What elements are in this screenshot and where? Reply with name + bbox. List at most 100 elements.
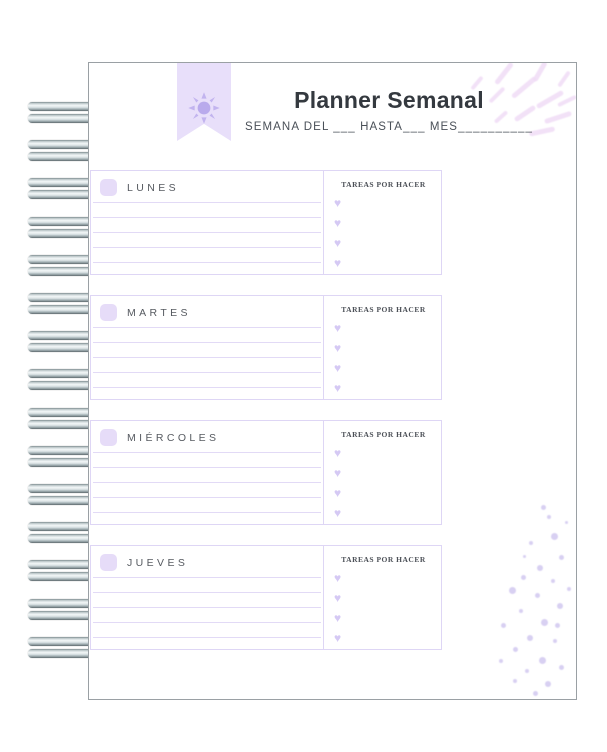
heart-icon[interactable]: ♥ — [334, 196, 342, 210]
heart-icon[interactable]: ♥ — [334, 341, 342, 355]
day-color-chip — [100, 554, 117, 571]
coil-bar — [28, 496, 120, 505]
page-fold-line — [88, 62, 89, 700]
coil-bar — [28, 331, 120, 341]
note-line[interactable] — [93, 592, 321, 593]
decorative-dash — [557, 70, 571, 88]
decorative-dot — [535, 593, 540, 598]
heart-icon[interactable]: ♥ — [334, 321, 342, 335]
heart-icon[interactable]: ♥ — [334, 486, 342, 500]
coil-bar — [28, 381, 120, 391]
day-color-chip — [100, 304, 117, 321]
tasks-panel[interactable]: TAREAS POR HACER♥♥♥♥ — [324, 296, 443, 399]
decorative-dot — [513, 647, 518, 652]
note-line[interactable] — [93, 607, 321, 608]
note-line[interactable] — [93, 622, 321, 623]
coil-bar — [28, 343, 120, 353]
decorative-dot — [553, 639, 557, 643]
heart-icon[interactable]: ♥ — [334, 466, 342, 480]
day-label: LUNES — [127, 182, 180, 194]
heart-icon[interactable]: ♥ — [334, 236, 342, 250]
note-line[interactable] — [93, 497, 321, 498]
decorative-dot — [541, 505, 546, 510]
tasks-panel[interactable]: TAREAS POR HACER ♥ ♥ ♥ ♥ — [324, 171, 443, 274]
note-line[interactable] — [93, 357, 321, 358]
coil-bar — [28, 216, 120, 226]
note-line[interactable] — [93, 342, 321, 343]
note-line[interactable] — [93, 512, 321, 513]
tasks-panel-title: TAREAS POR HACER — [341, 180, 426, 189]
coil-bar — [28, 293, 120, 302]
day-notes-area[interactable]: MARTES — [91, 296, 323, 399]
block-divider — [323, 171, 324, 274]
decorative-dot — [545, 681, 551, 687]
coil-bar — [28, 598, 120, 608]
coil-bar — [28, 305, 120, 314]
decorative-dot — [567, 587, 571, 591]
day-label: JUEVES — [127, 557, 189, 569]
note-line[interactable] — [93, 452, 321, 453]
heart-icon[interactable]: ♥ — [334, 446, 342, 460]
coil-bar — [28, 114, 120, 123]
decorative-dot — [501, 623, 506, 628]
day-label: MARTES — [127, 307, 191, 319]
note-line[interactable] — [93, 372, 321, 373]
tasks-panel[interactable]: TAREAS POR HACER♥♥♥♥ — [324, 421, 443, 524]
heart-icon[interactable]: ♥ — [334, 506, 342, 520]
day-notes-area[interactable]: LUNES — [91, 171, 323, 274]
tasks-panel[interactable]: TAREAS POR HACER♥♥♥♥ — [324, 546, 443, 649]
coil-bar — [28, 572, 120, 582]
heart-icon[interactable]: ♥ — [334, 216, 342, 230]
heart-icon[interactable]: ♥ — [334, 571, 342, 585]
heart-icon[interactable]: ♥ — [334, 611, 342, 625]
day-notes-area[interactable]: JUEVES — [91, 546, 323, 649]
decorative-dot — [551, 533, 558, 540]
note-line[interactable] — [93, 217, 321, 218]
note-line[interactable] — [93, 637, 321, 638]
day-block[interactable]: LUNES TAREAS POR HACER ♥ ♥ ♥ ♥ — [90, 170, 442, 275]
coil-bar — [28, 610, 120, 620]
heart-icon[interactable]: ♥ — [334, 631, 342, 645]
note-line[interactable] — [93, 247, 321, 248]
day-label: MIÉRCOLES — [127, 432, 220, 444]
note-line[interactable] — [93, 467, 321, 468]
note-line[interactable] — [93, 232, 321, 233]
coil-bar — [28, 648, 120, 658]
note-line[interactable] — [93, 482, 321, 483]
coil-bar — [28, 102, 120, 111]
coil-bar — [28, 522, 120, 532]
note-line[interactable] — [93, 387, 321, 388]
note-line[interactable] — [93, 202, 321, 203]
coil-bar — [28, 407, 120, 417]
coil-bar — [28, 445, 120, 455]
decorative-dash — [494, 63, 514, 86]
note-line[interactable] — [93, 577, 321, 578]
note-line[interactable] — [93, 327, 321, 328]
decorative-dot — [565, 521, 568, 524]
heart-icon[interactable]: ♥ — [334, 591, 342, 605]
note-line[interactable] — [93, 262, 321, 263]
block-divider — [323, 421, 324, 524]
block-divider — [323, 546, 324, 649]
decorative-dot — [539, 657, 546, 664]
heart-icon[interactable]: ♥ — [334, 381, 342, 395]
coil-bar — [28, 419, 120, 429]
decorative-dot — [509, 587, 516, 594]
decorative-dot — [519, 609, 523, 613]
coil-bar — [28, 140, 120, 150]
page-title: Planner Semanal — [294, 87, 484, 113]
heart-icon[interactable]: ♥ — [334, 361, 342, 375]
decorative-dot — [513, 679, 517, 683]
decorative-dot — [551, 579, 555, 583]
decorative-dash — [543, 110, 573, 125]
heart-icon[interactable]: ♥ — [334, 256, 342, 270]
decorative-dot — [559, 555, 564, 560]
decorative-dot — [533, 691, 538, 696]
decorative-dot — [557, 603, 563, 609]
coil-bar — [28, 560, 120, 570]
day-notes-area[interactable]: MIÉRCOLES — [91, 421, 323, 524]
